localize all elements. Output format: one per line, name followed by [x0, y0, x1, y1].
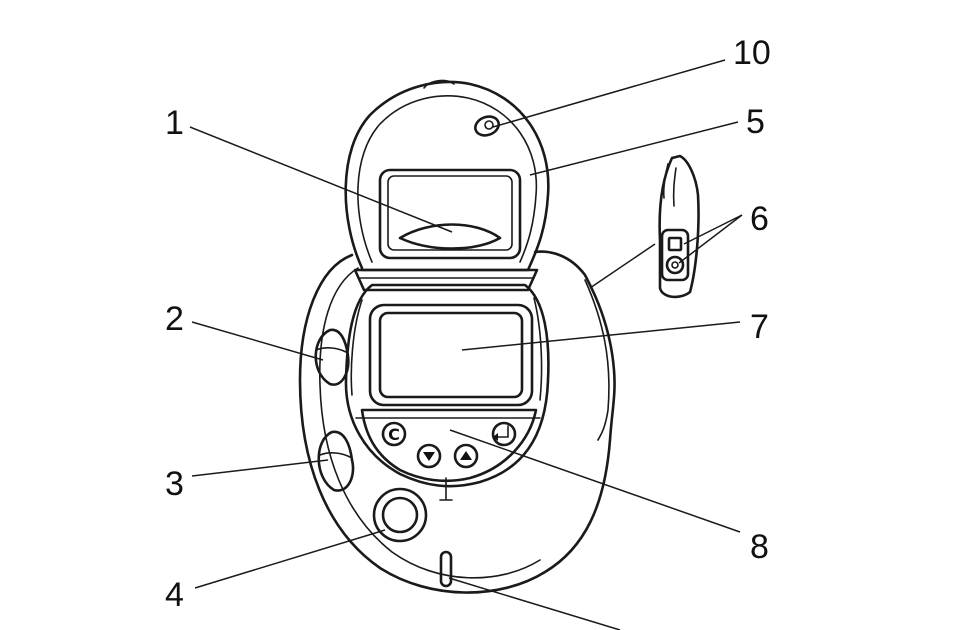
down-button [416, 443, 442, 469]
lid-pin [474, 115, 500, 137]
callout-1: 1 [165, 104, 184, 142]
bottom-slot [439, 550, 453, 588]
lid-window [378, 168, 522, 260]
side-view-inset [658, 154, 700, 299]
side-button-upper [314, 328, 350, 386]
callout-7: 7 [750, 308, 769, 346]
callout-10: 10 [733, 34, 771, 72]
leader-9-partial [448, 577, 621, 630]
leader-6a [683, 214, 743, 245]
leader-2 [191, 321, 324, 361]
callout-labels: 1 2 3 4 5 6 7 8 10 [165, 34, 771, 614]
up-button [453, 443, 479, 469]
flip-lid [344, 79, 550, 292]
lower-housing [344, 283, 550, 488]
leader-3 [191, 459, 329, 477]
leader-7 [461, 321, 741, 351]
callout-5: 5 [746, 103, 765, 141]
callout-6: 6 [750, 200, 769, 238]
round-button [372, 487, 428, 543]
leader-1 [189, 126, 453, 233]
leader-6b [678, 214, 743, 264]
side-button-lower [317, 430, 355, 492]
callout-3: 3 [165, 465, 184, 503]
leader-10 [492, 59, 726, 128]
callout-2: 2 [165, 300, 184, 338]
svg-text:C: C [388, 425, 400, 444]
leader-lines [189, 59, 743, 630]
enter-button [491, 421, 517, 447]
leader-6c [589, 243, 656, 289]
port-square [667, 236, 683, 252]
main-screen [368, 303, 534, 407]
leader-5 [529, 121, 739, 176]
callout-4: 4 [165, 576, 184, 614]
clear-button: C [381, 421, 407, 447]
port-round [665, 255, 685, 275]
leader-8 [449, 429, 741, 533]
keypad-panel: C [355, 408, 541, 483]
callout-8: 8 [750, 528, 769, 566]
leader-4 [194, 529, 386, 589]
